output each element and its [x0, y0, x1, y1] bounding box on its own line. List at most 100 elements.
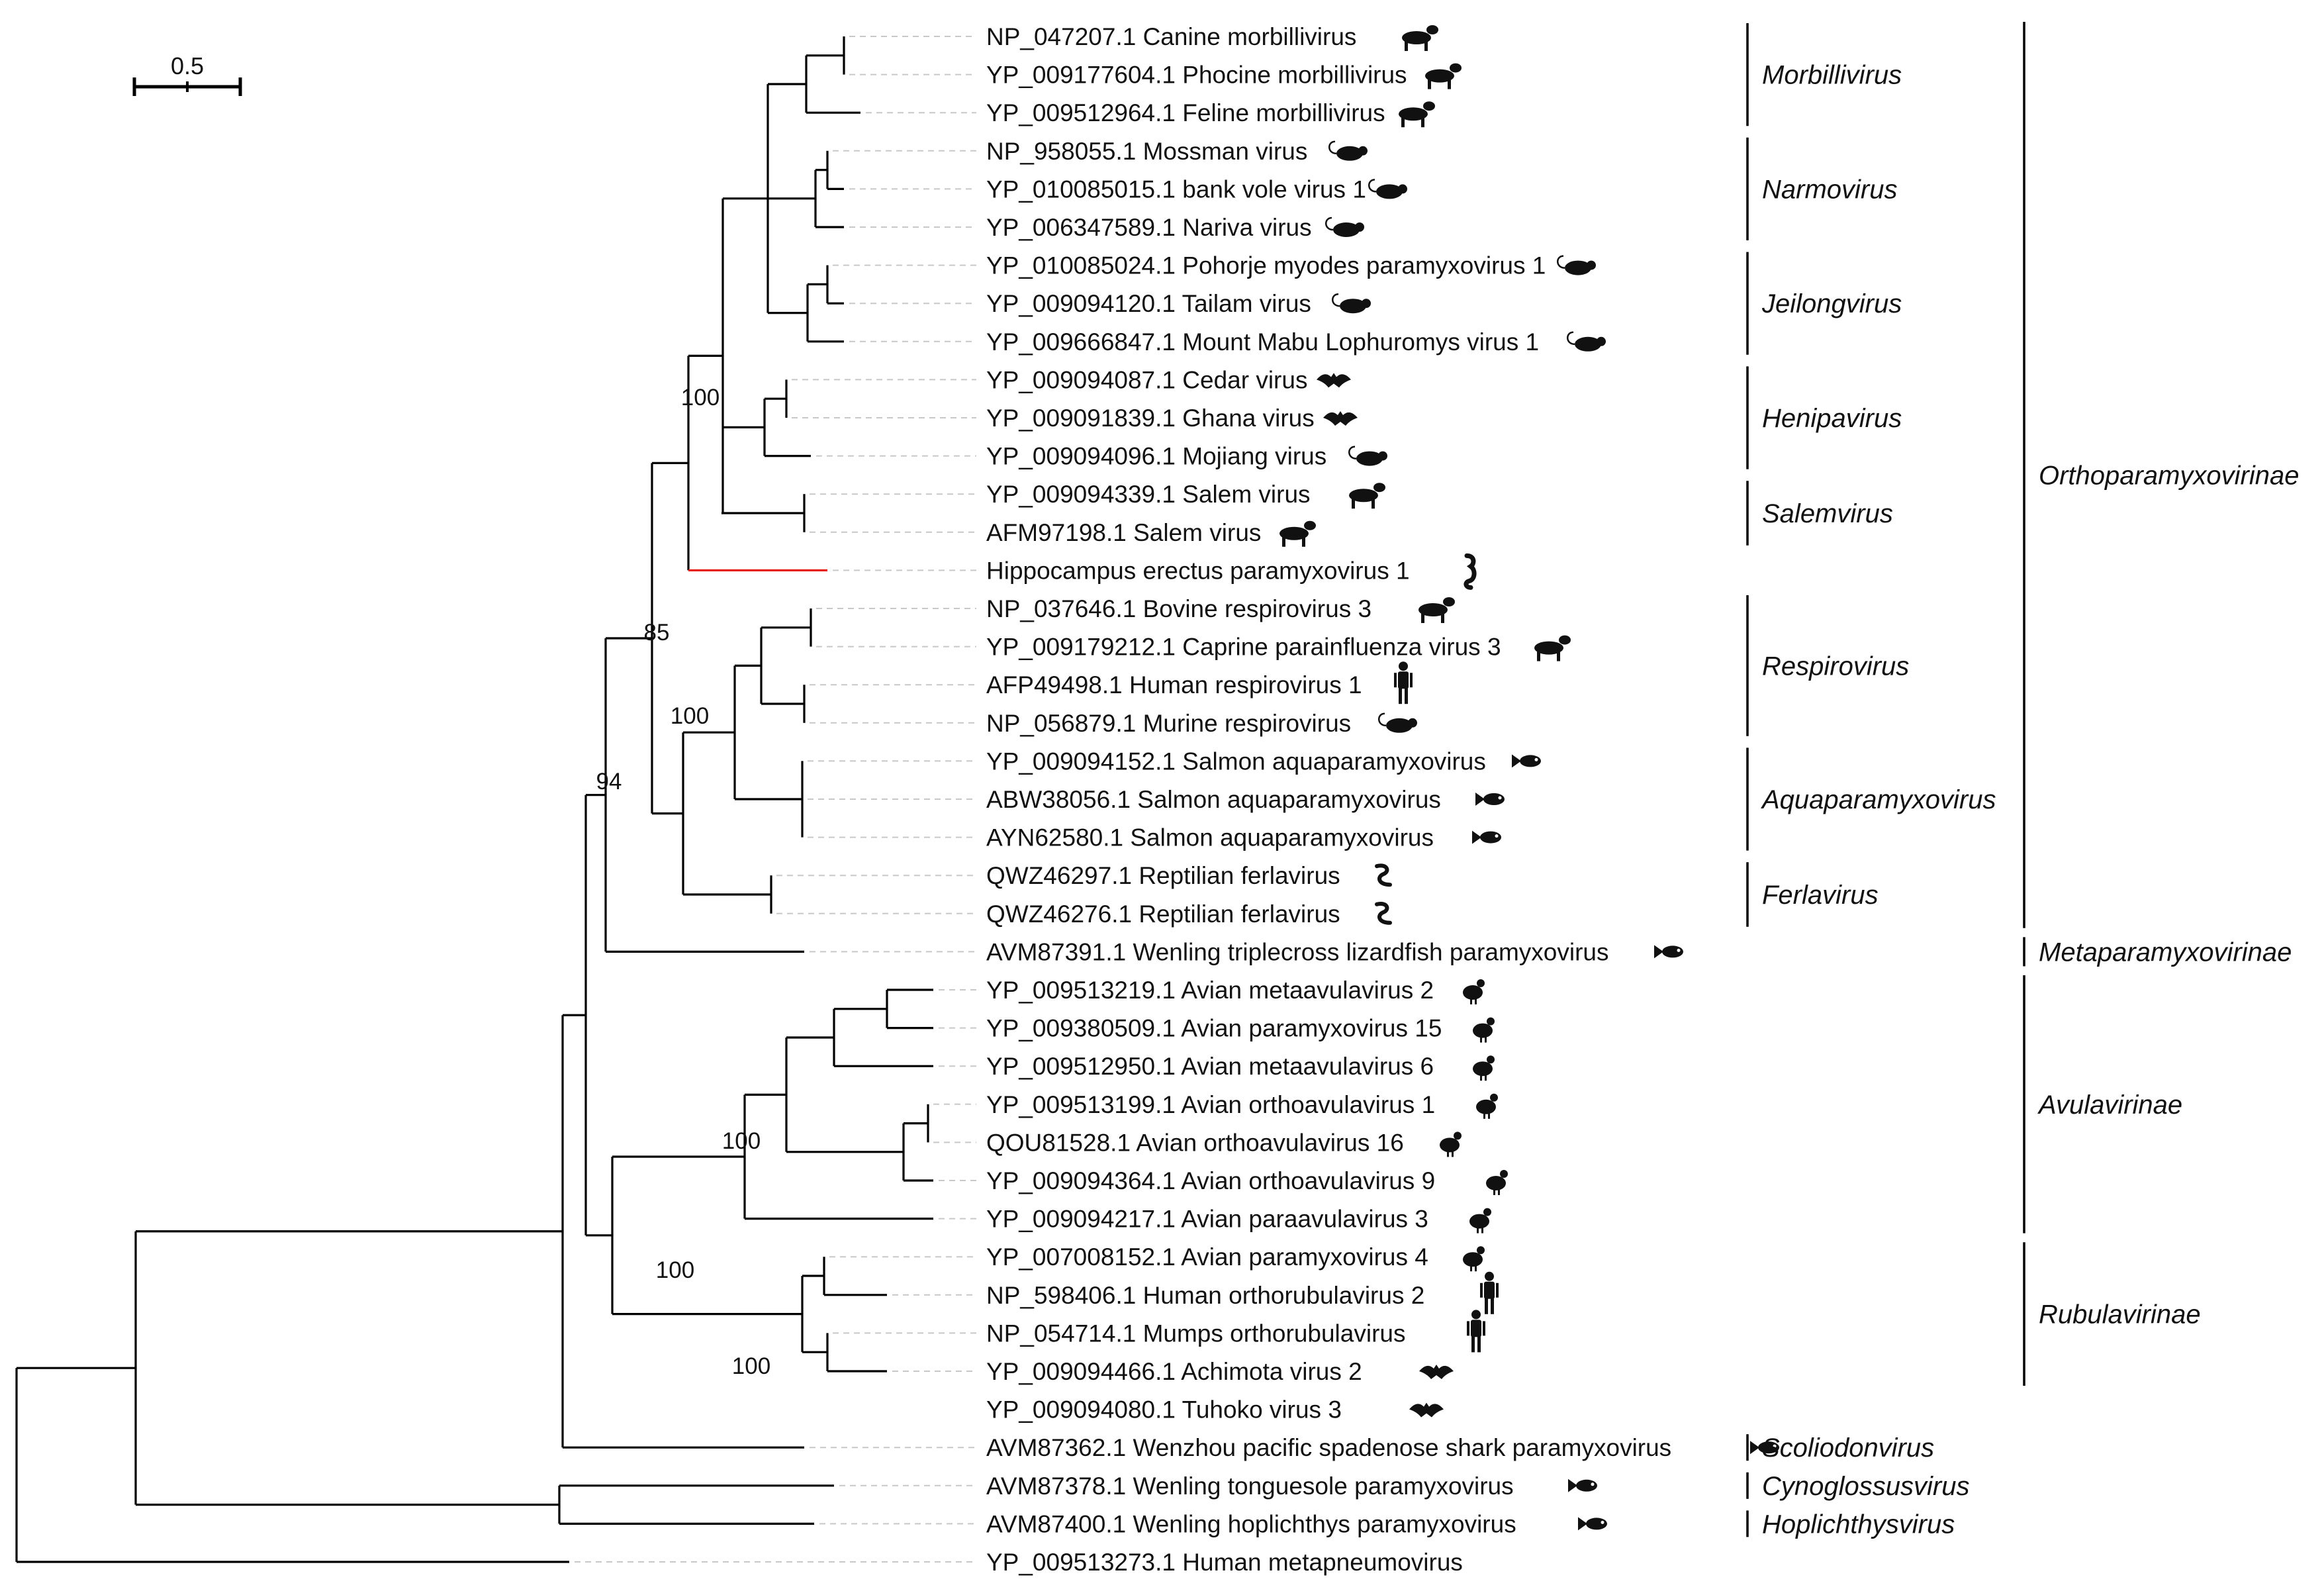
bootstrap-value: 100	[681, 385, 720, 410]
tip-label: AVM87378.1 Wenling tonguesole paramyxovi…	[986, 1472, 1514, 1500]
bat-icon	[1323, 411, 1358, 426]
tip-label: YP_009094087.1 Cedar virus	[986, 366, 1307, 393]
seal-icon	[1425, 63, 1462, 89]
genus-label: Respirovirus	[1762, 652, 1909, 681]
goose-icon	[1440, 1132, 1462, 1157]
genus-brackets: MorbillivirusNarmovirusJeilongvirusHenip…	[1746, 23, 1996, 1539]
tip-label: AVM87400.1 Wenling hoplichthys paramyxov…	[986, 1510, 1516, 1537]
tip-label: YP_009094339.1 Salem virus	[986, 481, 1311, 508]
subfamily-label: Rubulavirinae	[2039, 1300, 2201, 1329]
tip-label: YP_009091839.1 Ghana virus	[986, 405, 1315, 432]
tip-label: NP_056879.1 Murine respirovirus	[986, 710, 1351, 737]
fish-icon	[1654, 945, 1683, 959]
host-icons	[1279, 25, 1779, 1531]
genus-label: Narmovirus	[1762, 175, 1897, 204]
cow-icon	[1418, 597, 1455, 623]
tip-label: YP_009094080.1 Tuhoko virus 3	[986, 1396, 1342, 1424]
snake-icon	[1375, 902, 1392, 925]
genus-label: Hoplichthysvirus	[1762, 1510, 1955, 1539]
tip-label: YP_009094096.1 Mojiang virus	[986, 443, 1326, 470]
subfamily-label: Orthoparamyxovirinae	[2039, 461, 2300, 490]
rat-icon	[1557, 255, 1596, 275]
bat-icon	[1419, 1365, 1454, 1379]
tip-label: YP_009512964.1 Feline morbillivirus	[986, 99, 1385, 126]
bat-icon	[1409, 1402, 1444, 1418]
tip-label: YP_009512950.1 Avian metaavulavirus 6	[986, 1053, 1434, 1080]
tip-label: AFP49498.1 Human respirovirus 1	[986, 671, 1362, 699]
tip-label: AVM87362.1 Wenzhou pacific spadenose sha…	[986, 1434, 1671, 1461]
tip-label: YP_009094120.1 Tailam virus	[986, 290, 1311, 317]
tip-label: YP_009094466.1 Achimota virus 2	[986, 1358, 1362, 1385]
subfamily-label: Metaparamyxovirinae	[2039, 938, 2292, 967]
tip-label: YP_006347589.1 Nariva virus	[986, 214, 1312, 241]
genus-label: Cynoglossusvirus	[1762, 1472, 1969, 1501]
genus-label: Aquaparamyxovirus	[1761, 785, 1996, 814]
tip-label: YP_007008152.1 Avian paramyxovirus 4	[986, 1243, 1428, 1271]
bat-icon	[1317, 373, 1351, 388]
genus-label: Salemvirus	[1762, 499, 1893, 528]
rat-icon	[1368, 179, 1407, 199]
tip-label: ABW38056.1 Salmon aquaparamyxovirus	[986, 786, 1441, 813]
tip-label: YP_009513219.1 Avian metaavulavirus 2	[986, 977, 1434, 1004]
tip-label: NP_598406.1 Human orthorubulavirus 2	[986, 1282, 1424, 1309]
bootstrap-value: 100	[722, 1128, 761, 1154]
tip-label: YP_010085015.1 bank vole virus 1	[986, 175, 1366, 203]
tip-label: NP_958055.1 Mossman virus	[986, 138, 1307, 165]
tip-label: NP_037646.1 Bovine respirovirus 3	[986, 595, 1371, 622]
human-icon	[1394, 661, 1413, 704]
tip-label: YP_009380509.1 Avian paramyxovirus 15	[986, 1015, 1442, 1042]
chicken-icon	[1463, 979, 1485, 1004]
goat-icon	[1534, 635, 1571, 661]
fish-icon	[1475, 793, 1505, 806]
turkey-icon	[1469, 1208, 1491, 1233]
human-icon	[1467, 1310, 1485, 1353]
bootstrap-value: 94	[596, 769, 622, 795]
scale-bar-label: 0.5	[171, 52, 204, 79]
bird-icon	[1463, 1246, 1485, 1272]
genus-label: Ferlavirus	[1762, 881, 1879, 910]
tip-label: YP_010085024.1 Pohorje myodes paramyxovi…	[986, 252, 1546, 279]
bootstrap-value: 100	[732, 1353, 770, 1379]
cat-icon	[1399, 101, 1435, 128]
tip-label: AFM97198.1 Salem virus	[986, 519, 1261, 546]
fish-icon	[1512, 754, 1541, 768]
tip-label: YP_009094364.1 Avian orthoavulavirus 9	[986, 1167, 1435, 1194]
bootstrap-value: 100	[671, 703, 709, 729]
horse-icon	[1349, 483, 1385, 509]
genus-label: Henipavirus	[1762, 404, 1902, 433]
tip-label: AVM87391.1 Wenling triplecross lizardfis…	[986, 938, 1608, 965]
genus-label: Jeilongvirus	[1761, 289, 1902, 318]
human-icon	[1480, 1271, 1499, 1314]
horse-icon	[1279, 520, 1316, 547]
genus-label: Scoliodonvirus	[1762, 1433, 1934, 1463]
bootstrap-value: 100	[656, 1257, 694, 1283]
duck-icon	[1476, 1093, 1498, 1119]
tip-label: YP_009513199.1 Avian orthoavulavirus 1	[986, 1091, 1435, 1118]
scale-bar: 0.5	[132, 52, 242, 96]
goose-icon	[1473, 1055, 1495, 1081]
rat-icon	[1348, 446, 1387, 466]
tip-label: NP_054714.1 Mumps orthorubulavirus	[986, 1320, 1405, 1347]
subfamily-brackets: OrthoparamyxovirinaeMetaparamyxovirinaeA…	[2023, 22, 2300, 1386]
tip-label: YP_009177604.1 Phocine morbillivirus	[986, 62, 1407, 89]
seahorse-icon	[1464, 553, 1477, 590]
fish-icon	[1750, 1441, 1779, 1455]
tip-label: QWZ46276.1 Reptilian ferlavirus	[986, 900, 1340, 928]
tip-label: YP_009094152.1 Salmon aquaparamyxovirus	[986, 748, 1486, 775]
tip-label: YP_009179212.1 Caprine parainfluenza vir…	[986, 634, 1501, 661]
tip-labels: NP_047207.1 Canine morbillivirusYP_00917…	[986, 23, 1671, 1576]
genus-label: Morbillivirus	[1762, 61, 1902, 90]
rat-icon	[1567, 331, 1606, 352]
snake-icon	[1375, 863, 1392, 887]
tip-label: Hippocampus erectus paramyxovirus 1	[986, 557, 1410, 584]
subfamily-label: Avulavirinae	[2037, 1090, 2182, 1120]
tip-label: QWZ46297.1 Reptilian ferlavirus	[986, 862, 1340, 889]
tip-label: NP_047207.1 Canine morbillivirus	[986, 23, 1356, 50]
rat-icon	[1328, 140, 1368, 161]
dog-icon	[1402, 25, 1438, 51]
tip-label: AYN62580.1 Salmon aquaparamyxovirus	[986, 824, 1434, 851]
leader-lines	[575, 36, 976, 1563]
tip-label: YP_009094217.1 Avian paraavulavirus 3	[986, 1206, 1428, 1233]
